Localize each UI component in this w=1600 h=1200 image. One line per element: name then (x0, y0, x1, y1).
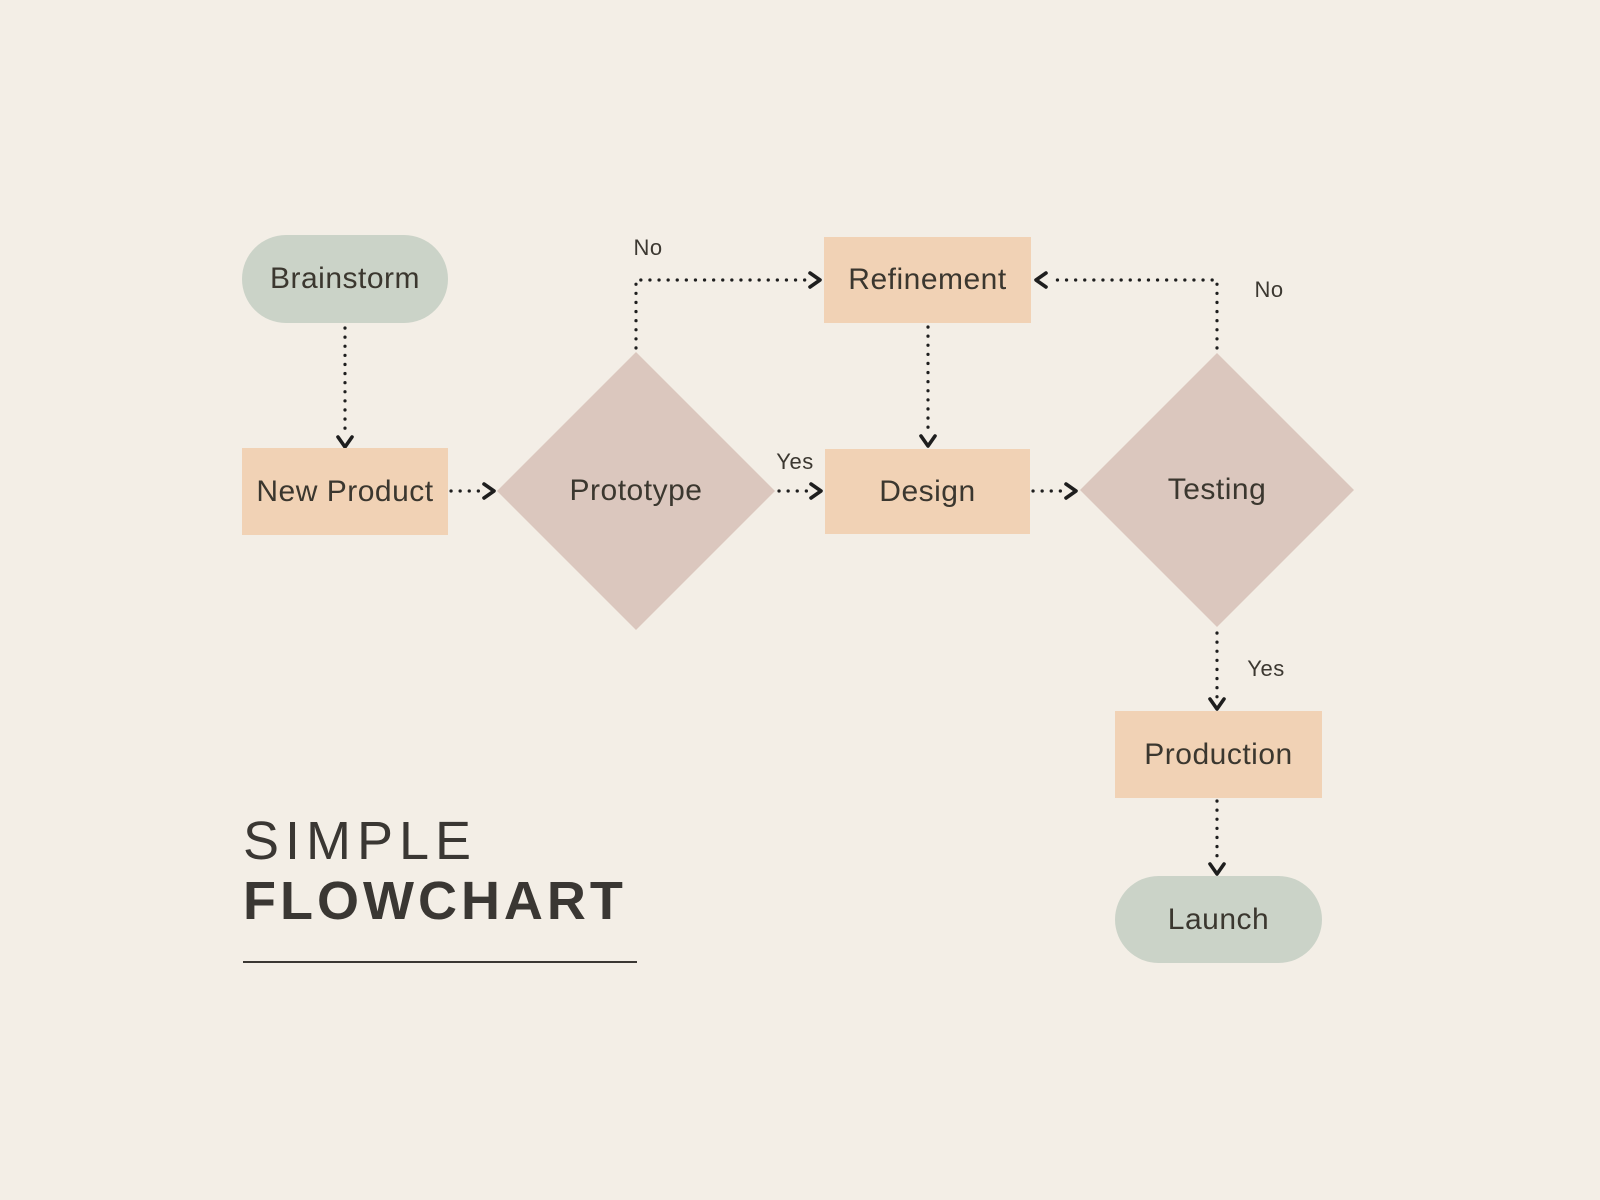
node-new-product-label: New Product (256, 474, 434, 508)
arrowhead-right-icon (808, 271, 822, 289)
node-refinement: Refinement (824, 237, 1031, 323)
title-underline (243, 961, 637, 964)
node-production: Production (1115, 711, 1322, 798)
arrowhead-down-icon (1208, 697, 1226, 711)
node-design: Design (825, 449, 1030, 534)
node-launch: Launch (1115, 876, 1322, 963)
title-line1: SIMPLE (243, 811, 478, 871)
arrowhead-right-icon (482, 482, 496, 500)
edge-label-testing-no: No (1254, 277, 1284, 302)
connector-prototype-no-refinement (634, 278, 808, 350)
title-block: SIMPLE FLOWCHART (243, 811, 637, 964)
node-prototype-label: Prototype (569, 474, 703, 507)
arrowhead-right-icon (1064, 482, 1078, 500)
node-brainstorm: Brainstorm (242, 235, 448, 323)
edge-label-testing-yes: Yes (1247, 656, 1285, 681)
node-production-label: Production (1144, 737, 1293, 771)
connector-testing-no-refinement (1047, 278, 1219, 350)
arrowhead-down-icon (919, 434, 937, 448)
node-new-product: New Product (242, 448, 448, 535)
node-brainstorm-label: Brainstorm (269, 262, 421, 295)
edge-label-prototype-no: No (633, 235, 663, 260)
arrowhead-down-icon (1208, 862, 1226, 876)
arrowhead-left-icon (1034, 271, 1048, 289)
title-line2: FLOWCHART (243, 870, 627, 931)
node-refinement-label: Refinement (848, 263, 1007, 296)
arrowhead-right-icon (809, 482, 823, 500)
node-design-label: Design (879, 474, 976, 508)
edge-label-prototype-yes: Yes (776, 449, 814, 474)
node-launch-label: Launch (1167, 902, 1270, 936)
node-testing-label: Testing (1167, 473, 1267, 506)
arrowhead-down-icon (336, 435, 354, 449)
